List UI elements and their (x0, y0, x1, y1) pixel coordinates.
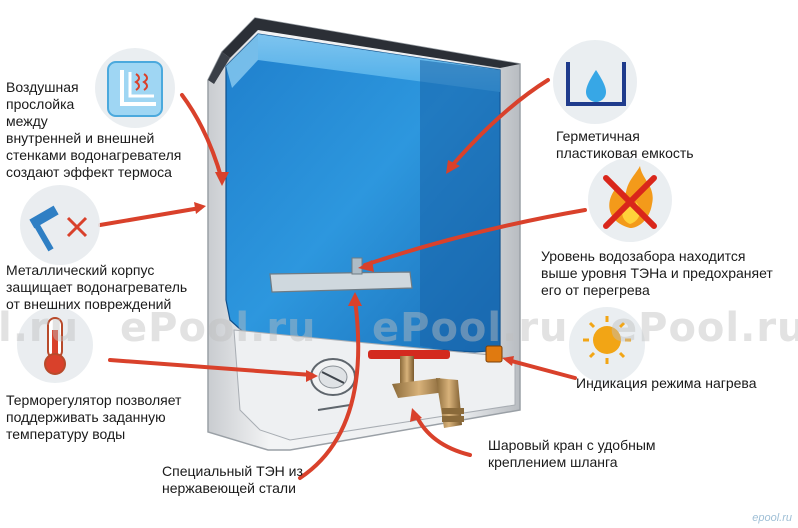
callout-line: стенками водонагревателя (6, 147, 182, 163)
callout-line: Терморегулятор позволяет (6, 392, 182, 408)
water-drop-container-icon (566, 62, 626, 106)
callout-line: создают эффект термоса (6, 164, 172, 180)
callout-heater: Специальный ТЭН из нержавеющей стали (162, 463, 303, 497)
arrow-heater (298, 298, 361, 480)
callout-line: внутренней и внешней (6, 130, 155, 146)
indicator-light (485, 345, 503, 363)
callout-line: защищает водонагреватель (6, 279, 188, 295)
callout-tap: Шаровый кран с удобным креплением шланга (488, 437, 656, 471)
arrow-heads (194, 160, 514, 422)
arrow-thermostat (108, 358, 314, 377)
arrow-container (448, 78, 550, 170)
callout-indicator: Индикация режима нагрева (576, 375, 756, 392)
watermark: l.ru (0, 305, 80, 351)
arrow-tap (414, 413, 472, 457)
callout-air-gap: Воздушная прослойка между внутренней и в… (6, 79, 181, 181)
hammer-icon (29, 205, 88, 252)
sun-icon (583, 316, 631, 364)
watermark: ePool.ru (372, 305, 569, 351)
callout-line: температуру воды (6, 426, 126, 442)
callout-line: прослойка (6, 96, 75, 112)
watermark: ePool.ru (610, 305, 798, 351)
air-layers-icon (107, 61, 163, 117)
no-fire-icon (603, 166, 657, 229)
callout-intake: Уровень водозабора находится выше уровня… (541, 248, 773, 299)
callout-line: нержавеющей стали (162, 480, 296, 496)
callout-line: его от перегрева (541, 282, 650, 298)
callout-thermostat: Терморегулятор позволяет поддерживать за… (6, 392, 181, 443)
watermark: ePool.ru (120, 305, 317, 351)
callout-line: поддерживать заданную (6, 409, 166, 425)
callout-line: Уровень водозабора находится (541, 248, 746, 264)
callout-line: Герметичная (556, 128, 640, 144)
callout-line: креплением шланга (488, 454, 618, 470)
callout-line: между (6, 113, 48, 129)
callout-metal-body: Металлический корпус защищает водонагрев… (6, 262, 187, 313)
corner-watermark: epool.ru (752, 512, 792, 524)
arrow-air-gap (180, 93, 224, 182)
pointer-arrows (98, 78, 587, 480)
callout-container: Герметичная пластиковая емкость (556, 128, 694, 162)
callout-line: Специальный ТЭН из (162, 463, 303, 479)
callout-line: выше уровня ТЭНа и предохраняет (541, 265, 773, 281)
arrow-intake (363, 208, 587, 267)
arrow-metal-body (98, 206, 202, 227)
callout-line: Воздушная (6, 79, 79, 95)
callout-line: Металлический корпус (6, 262, 155, 278)
callout-line: от внешних повреждений (6, 296, 172, 312)
thermometer-icon (44, 317, 66, 375)
callout-line: Шаровый кран с удобным (488, 437, 656, 453)
callout-line: Индикация режима нагрева (576, 375, 757, 391)
tap (368, 350, 464, 428)
arrow-indicator (506, 358, 577, 380)
callout-line: пластиковая емкость (556, 145, 694, 161)
